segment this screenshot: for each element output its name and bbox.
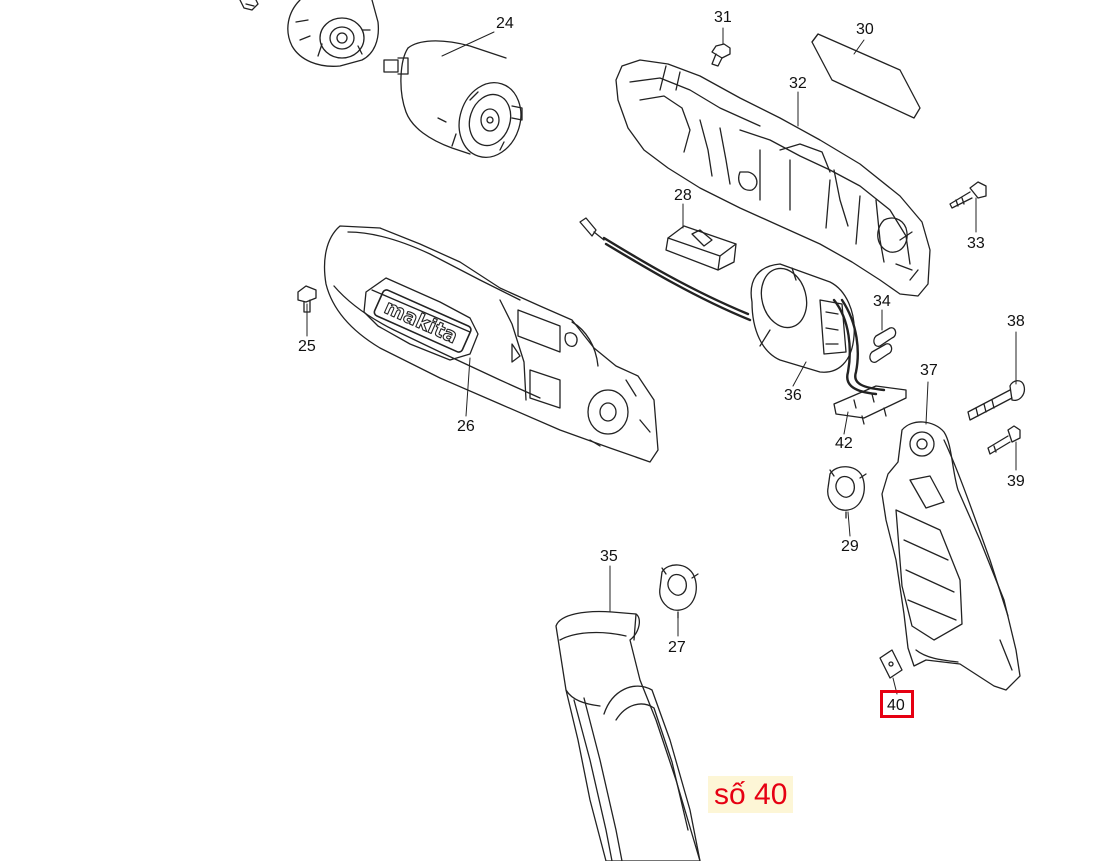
- label-part-30: 30: [856, 21, 874, 38]
- label-part-33: 33: [967, 235, 985, 252]
- label-part-35: 35: [600, 548, 618, 565]
- part-ring-27: [659, 564, 699, 619]
- label-part-24: 24: [496, 15, 514, 32]
- part-screw-39: [987, 425, 1021, 455]
- label-part-36: 36: [784, 387, 802, 404]
- part-switch-body: [750, 263, 886, 396]
- part-housing-left: [323, 225, 659, 463]
- label-part-32: 32: [789, 75, 807, 92]
- label-part-29: 29: [841, 538, 859, 555]
- part-battery-grip: [555, 610, 701, 861]
- part-plate-40: [879, 649, 903, 679]
- part-small-screw-top: [239, 0, 259, 11]
- part-handle-half: [881, 421, 1021, 691]
- part-housing-right: [615, 59, 931, 297]
- part-pins: [869, 327, 897, 363]
- label-part-40: 40: [887, 697, 905, 714]
- label-part-25: 25: [298, 338, 316, 355]
- part-switch-button: [665, 225, 737, 271]
- label-part-27: 27: [668, 639, 686, 656]
- label-part-34: 34: [873, 293, 891, 310]
- part-screw-31: [711, 43, 731, 67]
- part-label-plate: [811, 33, 921, 119]
- label-part-37: 37: [920, 362, 938, 379]
- label-part-26: 26: [457, 418, 475, 435]
- part-gear-housing: [287, 0, 380, 67]
- part-ring-29: [827, 466, 867, 519]
- label-part-42: 42: [835, 435, 853, 452]
- part-motor: [383, 40, 523, 158]
- part-screw-38: [967, 380, 1026, 421]
- label-part-39: 39: [1007, 473, 1025, 490]
- label-part-38: 38: [1007, 313, 1025, 330]
- part-terminal: [833, 385, 907, 425]
- annotation-note: số 40: [708, 776, 794, 813]
- svg-text:makita: makita: [381, 295, 462, 348]
- part-screw-33: [949, 181, 987, 209]
- label-part-31: 31: [714, 9, 732, 26]
- leader-lines: [306, 27, 1017, 695]
- part-40-highlight-box: [880, 690, 914, 718]
- label-part-28: 28: [674, 187, 692, 204]
- part-cable: [579, 217, 752, 322]
